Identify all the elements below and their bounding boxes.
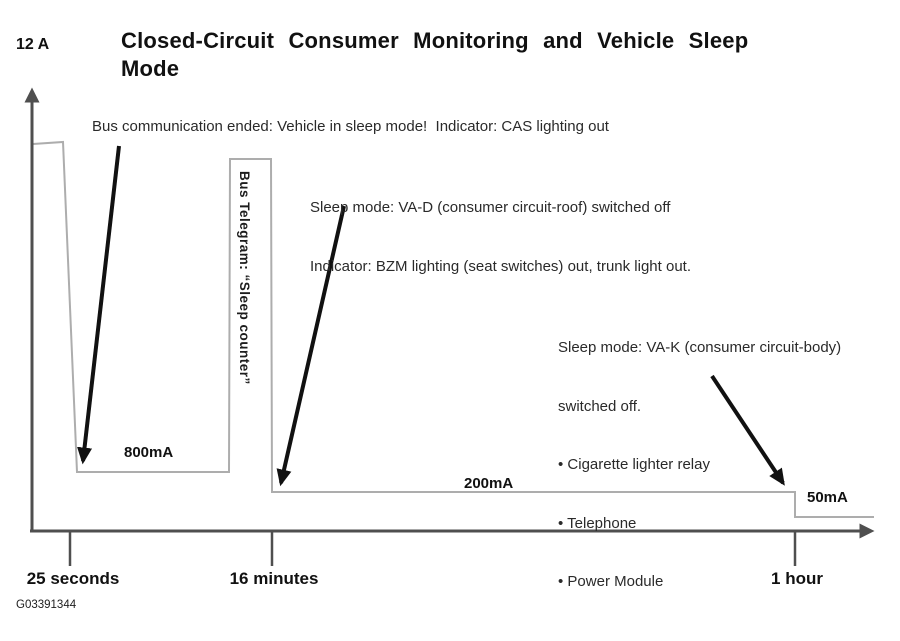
annotation-vak-bullet-power-module: • Power Module bbox=[558, 573, 664, 590]
arrow-bus-comm-ended bbox=[77, 145, 121, 465]
y-axis-max-label: 12 A bbox=[16, 36, 50, 53]
bus-telegram-sleep-counter-label: Bus Telegram: “Sleep counter” bbox=[237, 171, 252, 385]
annotation-sleep-mode-vak: Sleep mode: VA-K (consumer circuit-body)… bbox=[558, 299, 841, 631]
annotation-vad-line1: Sleep mode: VA-D (consumer circuit-roof)… bbox=[310, 199, 671, 216]
chart-title-line1: Closed-Circuit Consumer Monitoring and V… bbox=[121, 28, 749, 53]
current-curve bbox=[32, 140, 874, 518]
arrow-sleep-mode-vad bbox=[276, 205, 346, 487]
annotation-vak-line1: Sleep mode: VA-K (consumer circuit-body) bbox=[558, 339, 842, 356]
x-tick-label-16-minutes: 16 minutes bbox=[229, 569, 319, 588]
annotation-vak-bullet-cigarette-lighter: • Cigarette lighter relay bbox=[558, 456, 710, 473]
annotation-vak-bullet-telephone: • Telephone bbox=[558, 514, 637, 532]
current-label-50ma: 50mA bbox=[807, 489, 848, 506]
figure-id: G03391344 bbox=[16, 599, 77, 611]
arrow-sleep-mode-vak bbox=[710, 374, 785, 486]
annotation-vak-line2: switched off. bbox=[558, 397, 642, 415]
annotation-sleep-mode-vad: Sleep mode: VA-D (consumer circuit-roof)… bbox=[310, 159, 691, 315]
annotation-vad-line2: Indicator: BZM lighting (seat switches) … bbox=[310, 257, 691, 275]
chart-title-line2: Mode bbox=[121, 56, 180, 81]
annotation-bus-communication-ended: Bus communication ended: Vehicle in slee… bbox=[92, 118, 609, 135]
chart-title: Closed-Circuit Consumer Monitoring and V… bbox=[121, 27, 748, 83]
x-tick-label-25-seconds: 25 seconds bbox=[26, 569, 120, 588]
current-label-200ma: 200mA bbox=[464, 475, 514, 492]
current-label-800ma: 800mA bbox=[124, 444, 174, 461]
x-tick-label-1-hour: 1 hour bbox=[771, 569, 823, 588]
